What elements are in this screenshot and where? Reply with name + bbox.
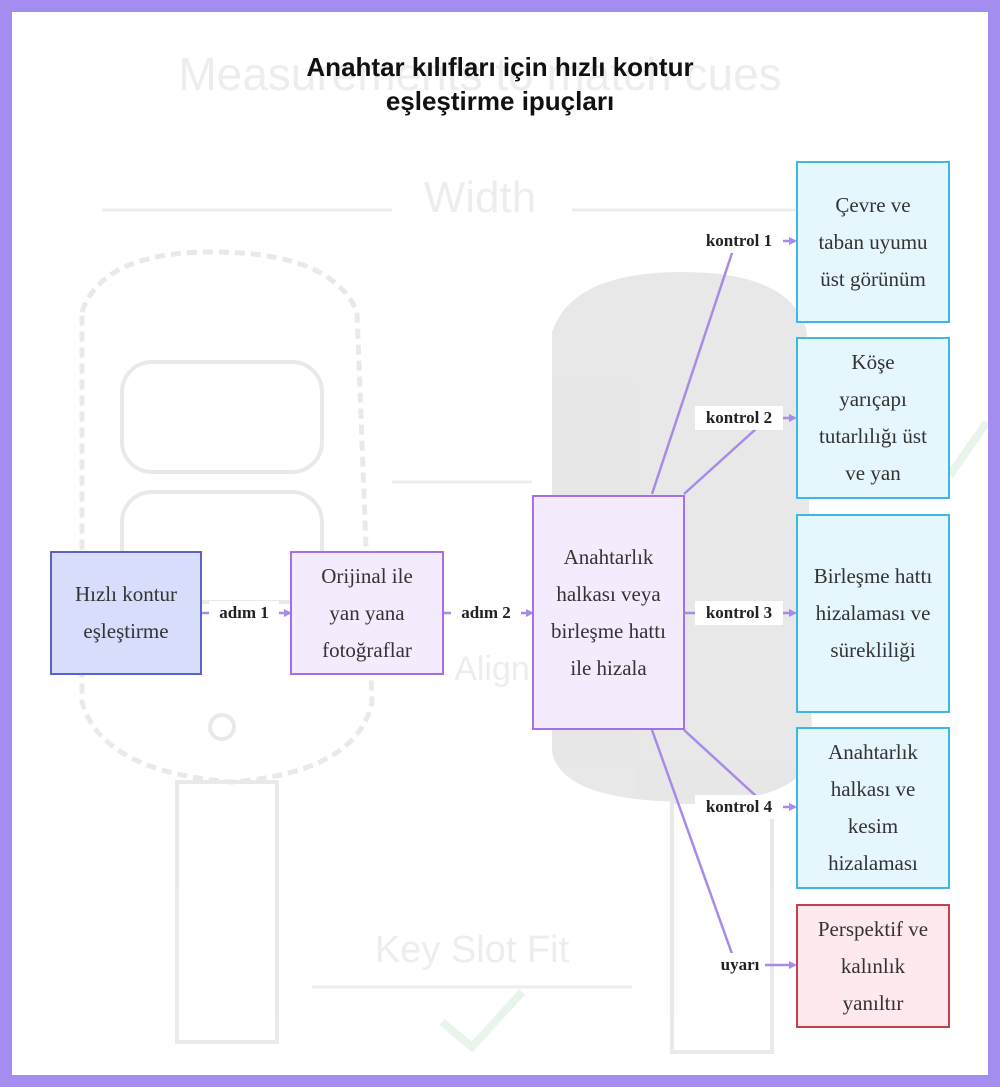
edge-label-check3: kontrol 3 xyxy=(695,601,783,625)
node-align-label: Anahtarlık halkası veya birleşme hattı i… xyxy=(551,544,666,680)
watermark-align-text: Align xyxy=(454,650,530,688)
node-photos-label: Orijinal ile yan yana fotoğraflar xyxy=(321,563,413,662)
diagram-title-line-1: Anahtar kılıfları için hızlı kontur xyxy=(306,52,694,82)
diagram-frame: Measurements to match cues Width Align K… xyxy=(12,12,988,1075)
diagram-title-line-2: eşleştirme ipuçları xyxy=(385,86,615,116)
node-check3-label: Birleşme hattı hizalaması ve sürekliliği xyxy=(813,564,933,662)
node-start-label: Hızlı kontur eşleştirme xyxy=(74,582,178,643)
watermark-measure-text: Measurements to match cues xyxy=(178,48,781,100)
edge-check1 xyxy=(650,237,797,495)
edge-label-step2: adım 2 xyxy=(451,601,521,625)
edge-label-step1: adım 1 xyxy=(209,601,279,625)
node-start: Hızlı kontur eşleştirme xyxy=(50,551,202,675)
watermark-width-text: Width xyxy=(424,173,536,222)
edge-label-check4: kontrol 4 xyxy=(695,795,783,819)
node-photos: Orijinal ile yan yana fotoğraflar xyxy=(290,551,444,675)
node-check1-label: Çevre ve taban uyumu üst görünüm xyxy=(818,192,928,291)
node-check3: Birleşme hattı hizalaması ve sürekliliği xyxy=(796,514,950,713)
node-check4: Anahtarlık halkası ve kesim hizalaması xyxy=(796,727,950,889)
key-fob-outline-left xyxy=(79,249,375,785)
node-check2-label: Köşe yarıçapı tutarlılığı üst ve yan xyxy=(819,350,927,485)
node-align: Anahtarlık halkası veya birleşme hattı i… xyxy=(532,495,685,730)
edge-label-warning: uyarı xyxy=(715,953,765,977)
edge-label-check1: kontrol 1 xyxy=(695,229,783,253)
node-check2: Köşe yarıçapı tutarlılığı üst ve yan xyxy=(796,337,950,499)
node-check1: Çevre ve taban uyumu üst görünüm xyxy=(796,161,950,323)
node-warning: Perspektif ve kalınlık yanıltır xyxy=(796,904,950,1028)
node-warning-label: Perspektif ve kalınlık yanıltır xyxy=(817,916,929,1015)
watermark-key-slot-text: Key Slot Fit xyxy=(375,929,570,971)
node-check4-label: Anahtarlık halkası ve kesim hizalaması xyxy=(828,740,918,875)
edge-label-check2: kontrol 2 xyxy=(695,406,783,430)
